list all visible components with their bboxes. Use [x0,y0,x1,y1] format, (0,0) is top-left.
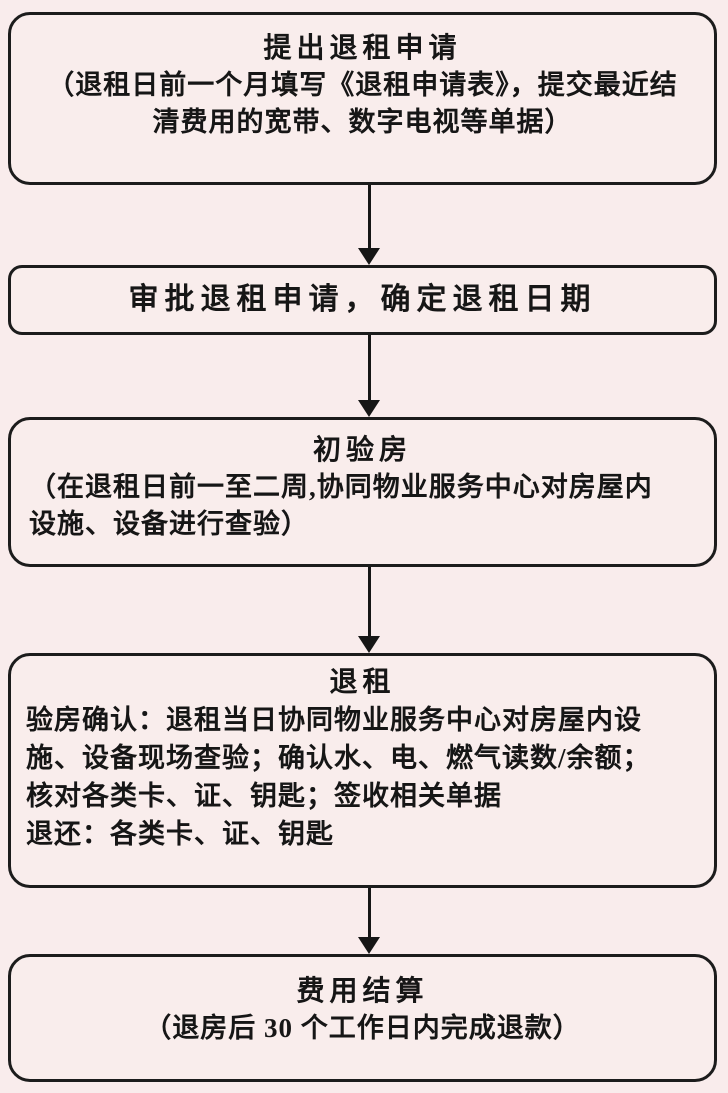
flow-step-approve-application: 审批退租申请，确定退租日期 [8,265,717,335]
arrow-line [367,185,371,248]
flow-step-return-rental: 退租 验房确认：退租当日协同物业服务中心对房屋内设 施、设备现场查验；确认水、电… [8,653,717,888]
down-arrow-connector [357,185,381,265]
step-body-line: 验房确认：退租当日协同物业服务中心对房屋内设 [26,705,642,735]
arrow-down-icon [358,400,380,417]
arrow-line [367,567,371,636]
step-body-line: （在退租日前一至二周,协同物业服务中心对房屋内 [29,472,653,502]
arrow-down-icon [358,636,380,653]
flow-step-fee-settlement: 费用结算 （退房后 30 个工作日内完成退款） [8,954,717,1082]
step-title: 提出退租申请 [263,33,462,64]
step-body-line: （退房后 30 个工作日内完成退款） [144,1013,581,1043]
step-body-line: 设施、设备进行查验） [29,509,309,539]
step-body-line: 施、设备现场查验；确认水、电、燃气读数/余额； [26,743,651,773]
step-title: 审批退租申请，确定退租日期 [128,283,597,316]
down-arrow-connector [357,335,381,417]
step-body-line: 退还：各类卡、证、钥匙 [26,819,334,849]
flow-step-initial-inspection: 初验房 （在退租日前一至二周,协同物业服务中心对房屋内 设施、设备进行查验） [8,417,717,567]
flow-step-submit-application: 提出退租申请 （退租日前一个月填写《退租申请表》，提交最近结 清费用的宽带、数字… [8,12,717,185]
arrow-down-icon [358,937,380,954]
step-title: 退租 [329,667,396,698]
down-arrow-connector [357,888,381,954]
down-arrow-connector [357,567,381,653]
step-body-line: 清费用的宽带、数字电视等单据） [152,107,573,137]
arrow-line [367,888,371,937]
step-body-line: （退租日前一个月填写《退租申请表》，提交最近结 [47,70,678,100]
step-title: 初验房 [312,435,412,466]
arrow-line [367,335,371,400]
arrow-down-icon [358,248,380,265]
step-title: 费用结算 [296,976,429,1007]
step-body-line: 核对各类卡、证、钥匙；签收相关单据 [26,781,502,811]
